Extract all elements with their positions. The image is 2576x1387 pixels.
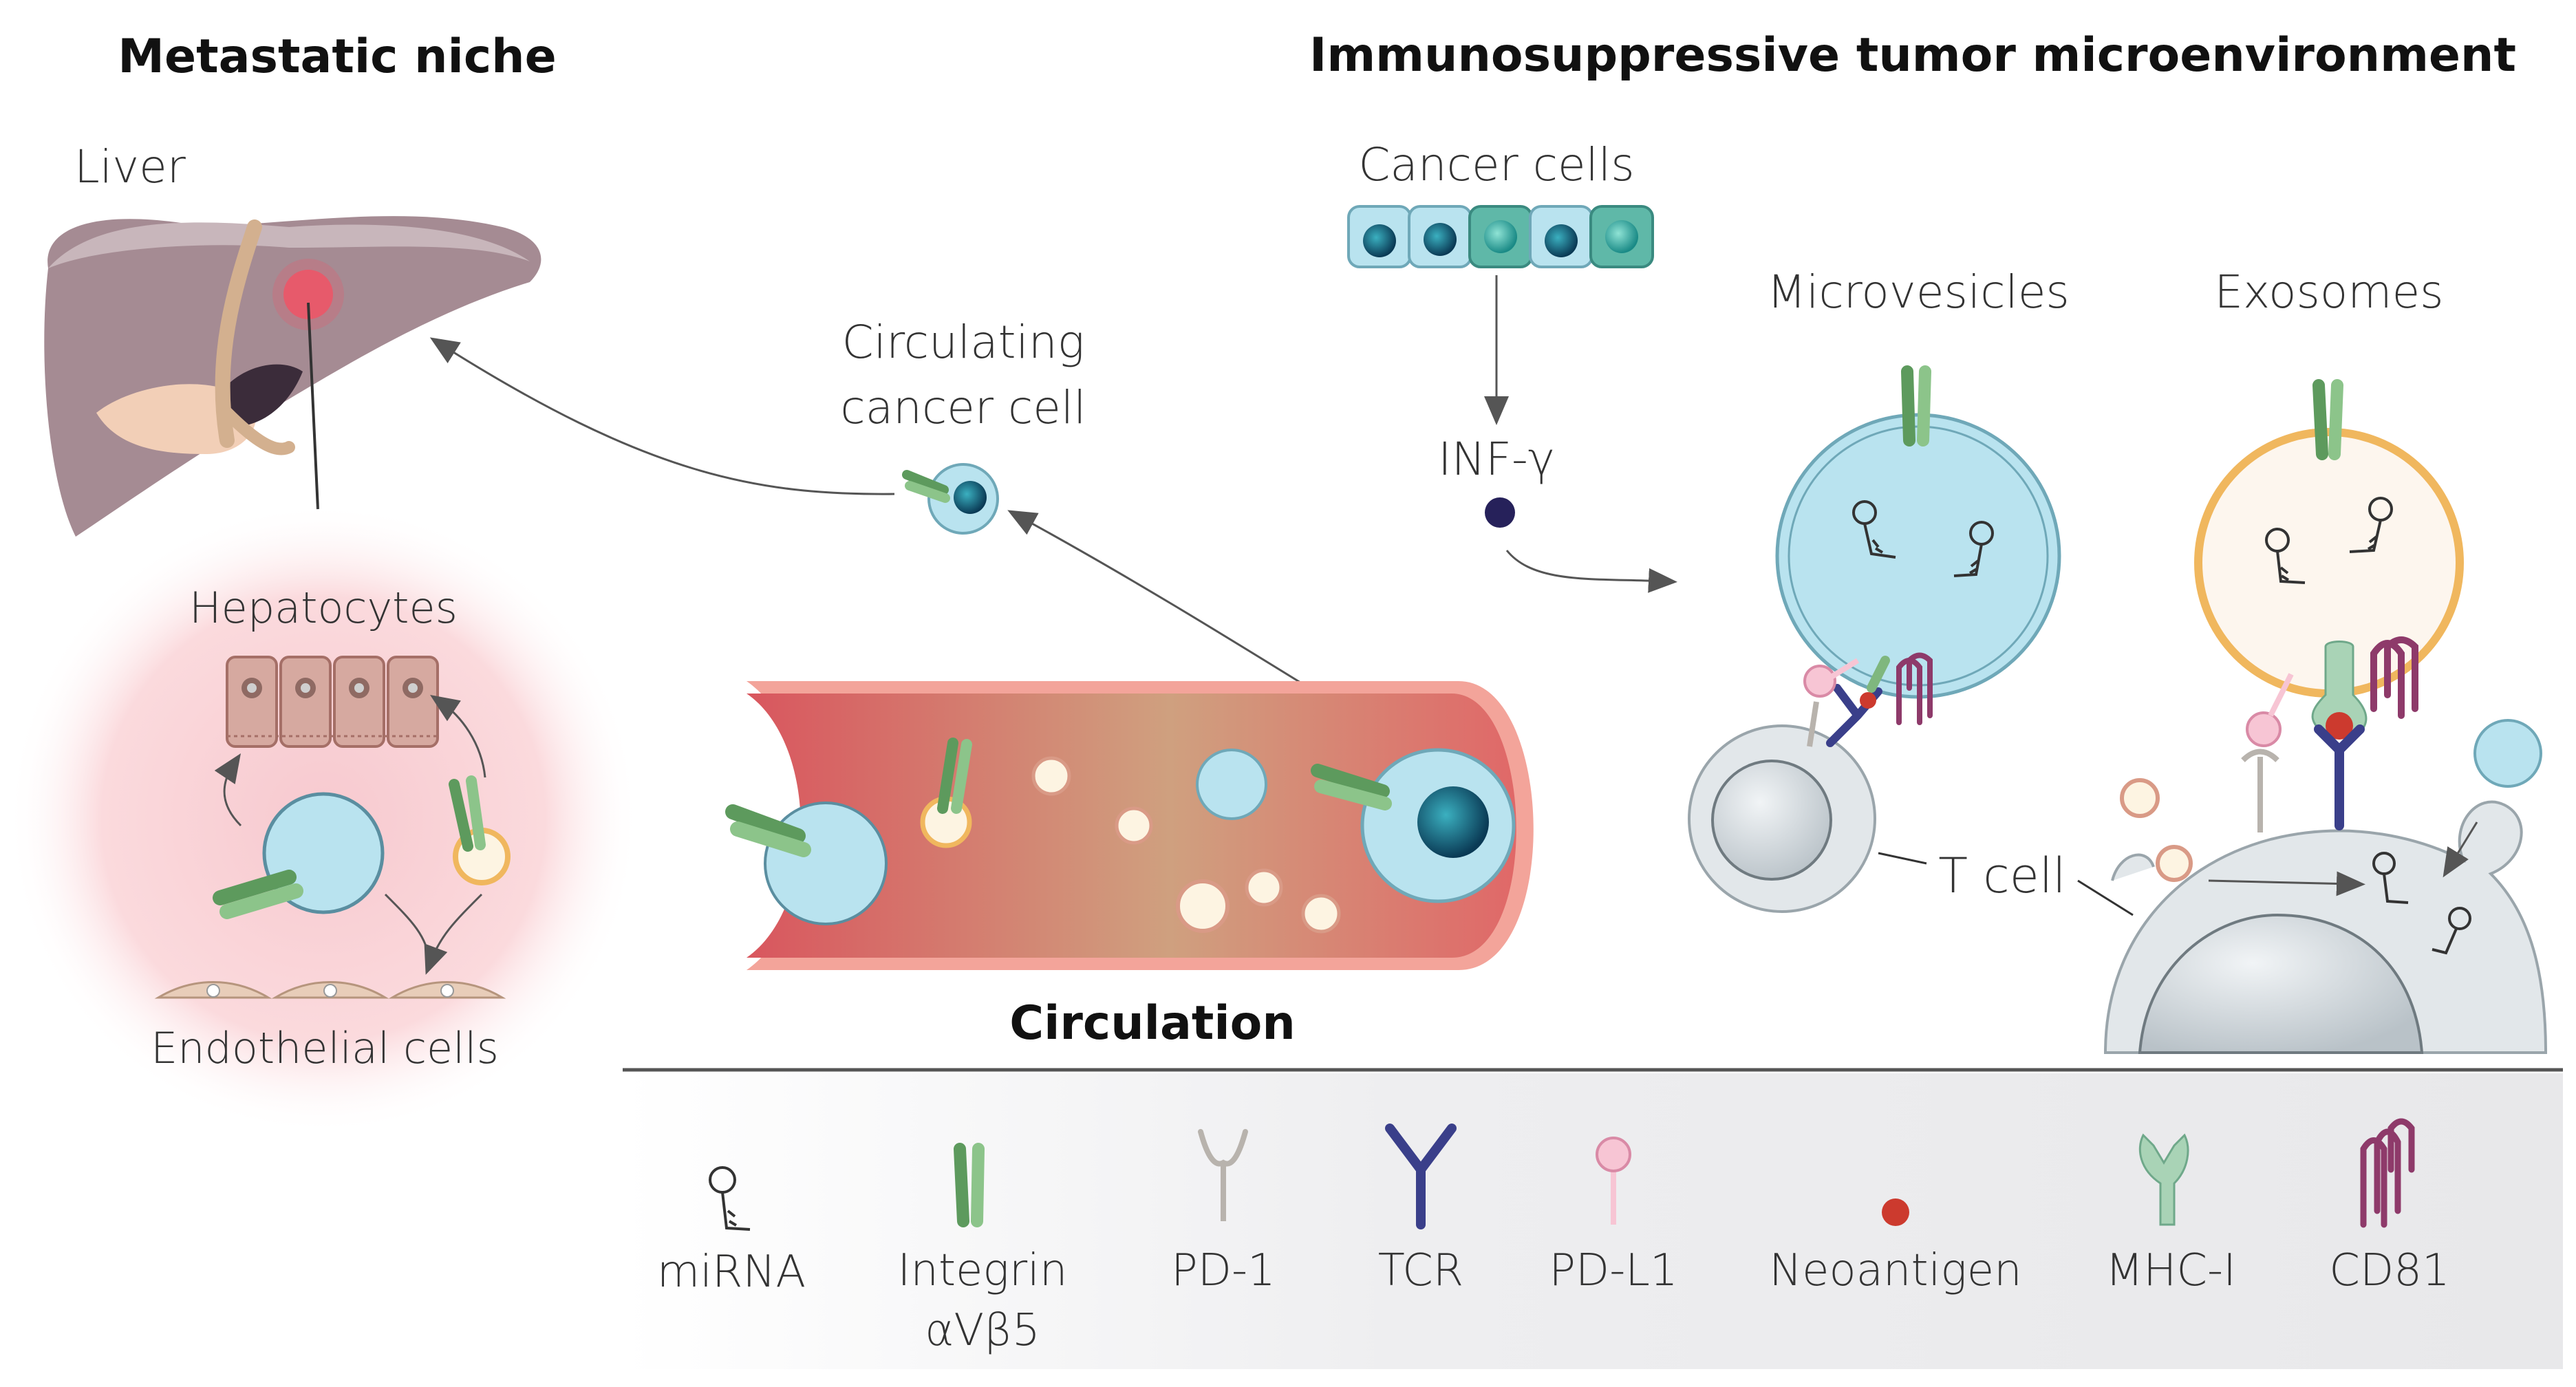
arrow-to-endothelial bbox=[384, 893, 483, 963]
liver-label: Liver bbox=[74, 140, 186, 193]
arrow-vesicle-to-hepatocytes bbox=[214, 753, 242, 827]
legend-cd81-icon bbox=[2360, 1118, 2415, 1228]
legend-pd1-icon bbox=[1198, 1129, 1248, 1221]
circulating-label-line2: cancer cell bbox=[840, 381, 1086, 434]
liver-pointer-line bbox=[307, 302, 319, 510]
hepatocytes-cluster bbox=[226, 656, 439, 748]
legend-mhc1-icon bbox=[2138, 1133, 2189, 1226]
hepatocytes-label: Hepatocytes bbox=[189, 583, 458, 633]
legend-integrin-icon bbox=[954, 1143, 985, 1227]
microvesicle bbox=[1775, 365, 2061, 699]
circulation-title: Circulation bbox=[1009, 996, 1296, 1051]
arrow-exosome-to-hepatocytes bbox=[430, 695, 486, 778]
arrow-inf-to-vesicles bbox=[1505, 550, 1677, 593]
cancer-cells-label: Cancer cells bbox=[1358, 138, 1634, 191]
legend-integrin-label-line1: Integrin bbox=[898, 1245, 1068, 1296]
exosome-mirna-1 bbox=[2265, 528, 2306, 584]
t-cell-pointer-right bbox=[2077, 879, 2134, 916]
legend-pdl1-label: PD-L1 bbox=[1549, 1245, 1677, 1296]
legend-mirna-icon bbox=[709, 1166, 751, 1231]
microvesicle-tcell-synapse bbox=[1803, 652, 1933, 747]
microvesicles-label: Microvesicles bbox=[1767, 266, 2070, 319]
legend-mirna-label: miRNA bbox=[657, 1247, 806, 1298]
endothelial-cells-label: Endothelial cells bbox=[151, 1023, 499, 1073]
cancer-cells-row bbox=[1347, 205, 1654, 268]
t-cell-right bbox=[2103, 719, 2548, 1054]
microvesicle-mirna-2 bbox=[1953, 521, 1994, 577]
inf-gamma-molecule bbox=[1485, 497, 1515, 528]
exosomes-label: Exosomes bbox=[2214, 266, 2443, 319]
legend-neoantigen-icon bbox=[1882, 1198, 1909, 1226]
legend-neoantigen-label: Neoantigen bbox=[1769, 1245, 2021, 1296]
legend-integrin-label-line2: αVβ5 bbox=[925, 1305, 1040, 1356]
tumor-microenvironment-title: Immunosuppressive tumor microenvironment bbox=[1309, 28, 2516, 83]
niche-exosome-integrin bbox=[449, 775, 486, 852]
legend-tcr-icon bbox=[1385, 1123, 1457, 1229]
endothelial-cells bbox=[154, 981, 506, 999]
vessel-vesicle-large bbox=[764, 802, 888, 925]
exosome-tcell-synapse bbox=[2241, 636, 2418, 832]
t-cell-left bbox=[1688, 724, 1876, 913]
liver-illustration bbox=[44, 216, 541, 537]
legend-cd81-label: CD81 bbox=[2329, 1245, 2449, 1296]
metastatic-niche-title: Metastatic niche bbox=[118, 30, 556, 84]
legend-tcr-label: TCR bbox=[1378, 1245, 1464, 1296]
t-cell-label: T cell bbox=[1938, 848, 2065, 904]
liver-metastasis-spot bbox=[283, 270, 333, 319]
legend-pd1-label: PD-1 bbox=[1171, 1245, 1276, 1296]
legend-mhc1-label: MHC-I bbox=[2105, 1245, 2236, 1296]
blood-vessel bbox=[725, 681, 1534, 970]
t-cell-pointer-left bbox=[1878, 852, 1927, 865]
inf-gamma-label: INF-γ bbox=[1438, 433, 1555, 486]
exosome-mirna-2 bbox=[2349, 497, 2393, 553]
arrow-circulating-to-liver bbox=[429, 337, 895, 495]
microvesicle-mirna-1 bbox=[1852, 500, 1896, 559]
legend-pdl1-icon bbox=[1596, 1137, 1631, 1225]
circulating-label-line1: Circulating bbox=[842, 316, 1085, 369]
niche-integrin bbox=[213, 870, 303, 919]
circulating-cancer-cell bbox=[902, 463, 999, 535]
legend-panel bbox=[623, 1073, 2563, 1369]
